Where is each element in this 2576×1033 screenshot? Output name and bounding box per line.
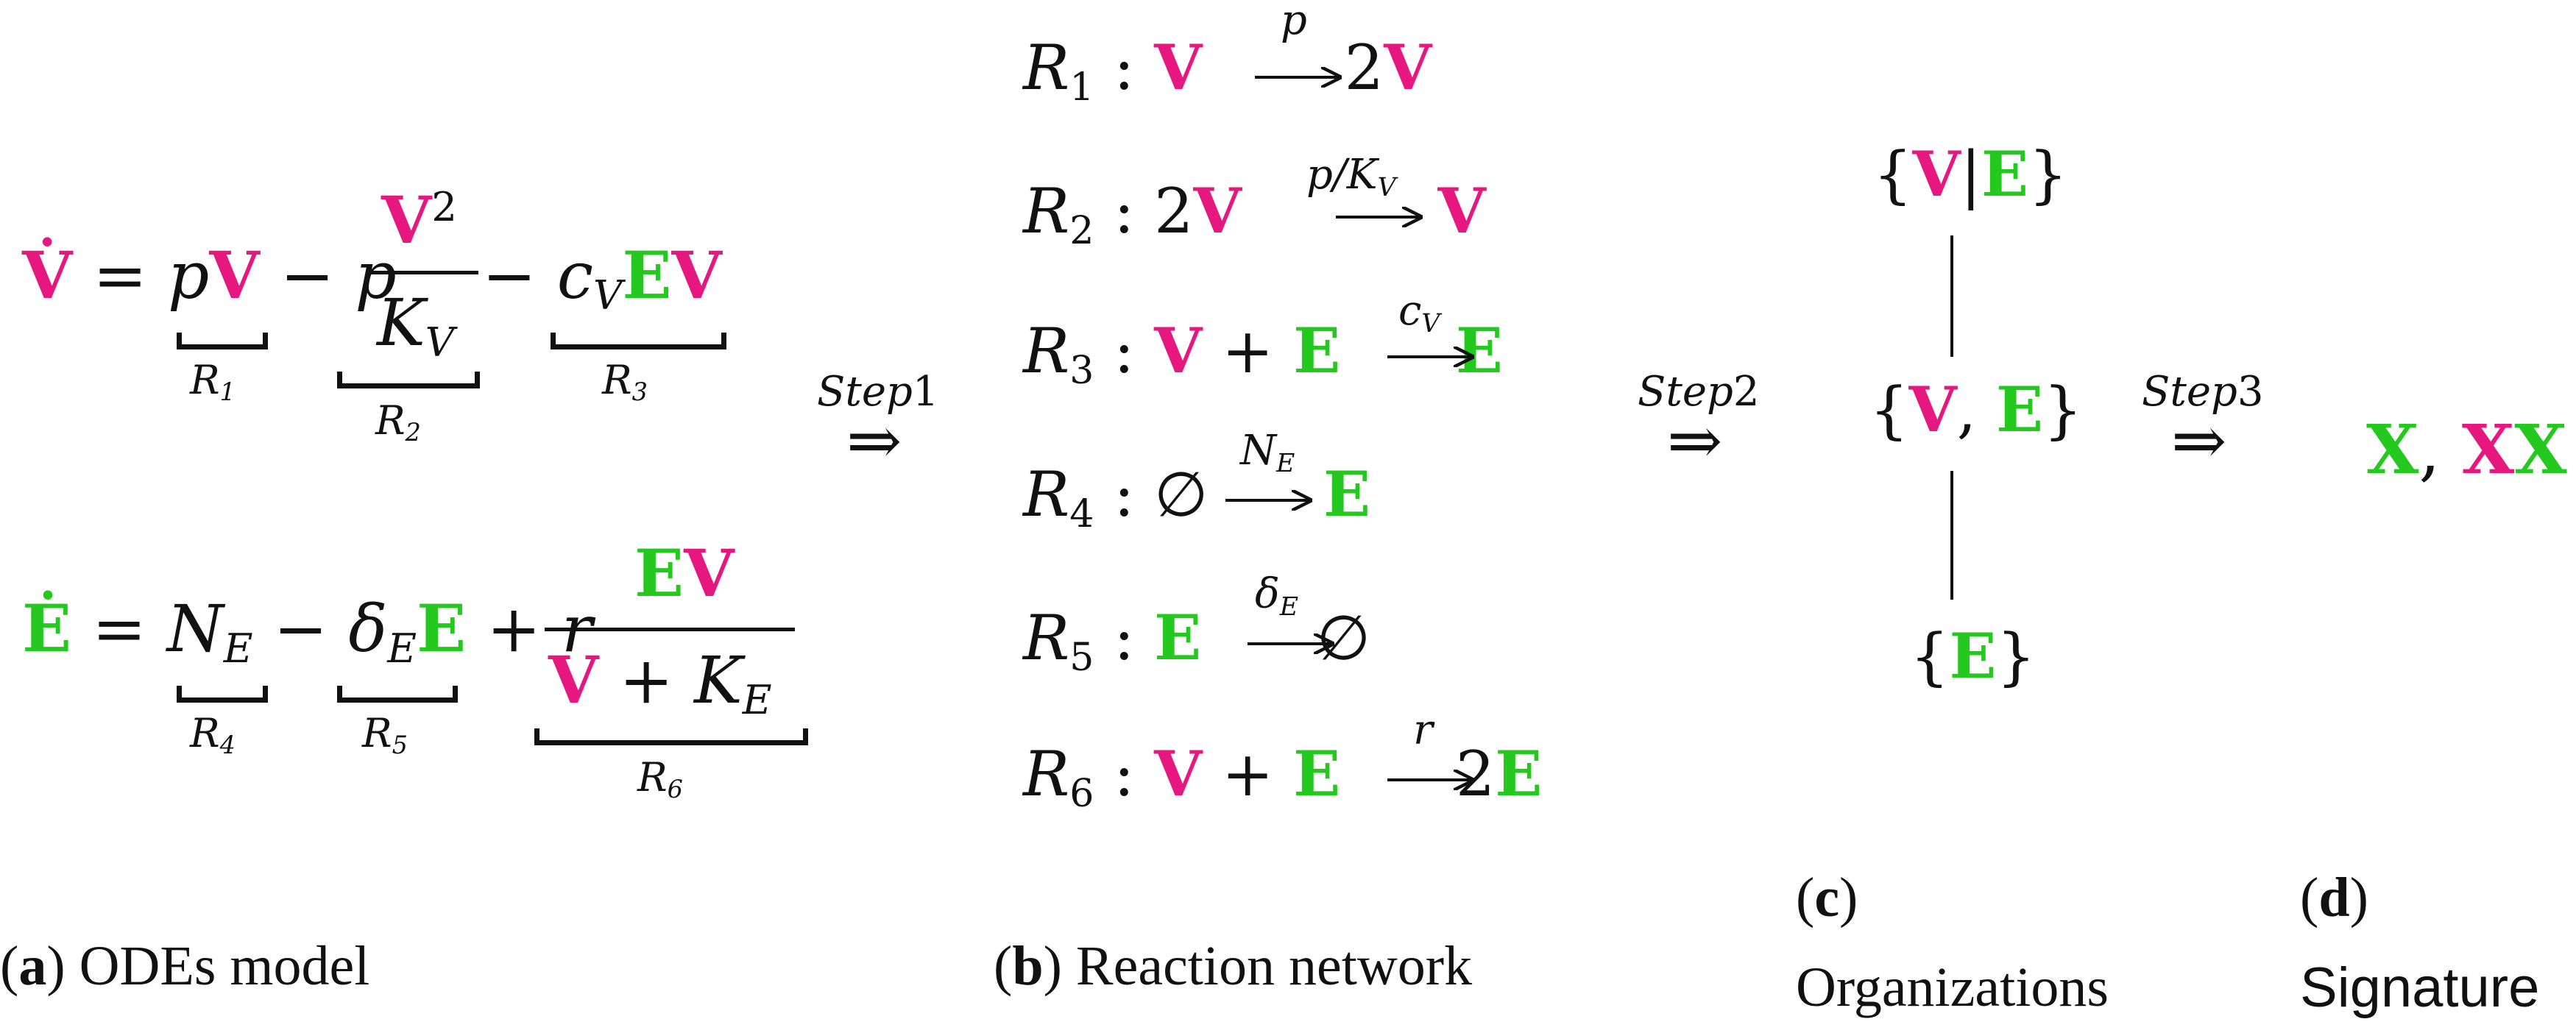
rate-r6: r: [1413, 706, 1433, 754]
bracket-r3: [551, 333, 726, 349]
org-top-v-or-e: {V|E}: [1873, 138, 2068, 210]
hasse-edge-top: [1950, 235, 1953, 357]
reaction-r1: R1 : V 2V: [1023, 31, 1432, 110]
fraction-numerator-v2: V2: [381, 182, 457, 258]
fraction-bar-2: [545, 628, 795, 631]
implies-icon: ⇒: [1667, 402, 1723, 480]
caption-b: (b) Reaction network: [994, 935, 1473, 997]
rate-r5: δE: [1255, 570, 1299, 622]
rate-r1: p: [1281, 0, 1307, 44]
caption-d: (d)Signature: [2300, 867, 2540, 1019]
rate-r3: cV: [1398, 287, 1440, 338]
fraction-denominator-kv: KV: [377, 285, 455, 366]
label-r3: R3: [602, 357, 648, 407]
reaction-r2: R2 : 2V V: [1023, 174, 1486, 253]
ode-v-equation: V̇ = pV − p: [22, 237, 397, 313]
bracket-r4: [177, 686, 268, 703]
step1-label: Step1: [817, 368, 939, 416]
fraction-denominator-v-ke: V + KE: [548, 642, 772, 724]
implies-icon: ⇒: [2171, 402, 2227, 480]
reaction-r6: R6 : V + E 2E: [1023, 737, 1543, 816]
bracket-r5: [337, 686, 458, 703]
label-r1: R1: [190, 357, 236, 407]
fraction-bar: [368, 271, 478, 274]
step2-label: Step2: [1638, 368, 1760, 416]
reaction-r3: R3 : V + E E: [1023, 314, 1503, 393]
implies-icon: ⇒: [846, 402, 902, 480]
arrow-r5: [1248, 633, 1340, 655]
signature-values: X, XX: [2366, 410, 2567, 489]
label-r6: R6: [637, 754, 683, 804]
rate-r4: NE: [1240, 427, 1295, 478]
label-r4: R4: [190, 710, 236, 760]
label-r5: R5: [362, 710, 408, 760]
fraction-numerator-ev: EV: [634, 535, 735, 611]
reaction-r5: R5 : E ∅: [1023, 601, 1370, 680]
arrow-r3: [1387, 346, 1479, 368]
label-r2: R2: [375, 397, 421, 447]
step3-label: Step3: [2142, 368, 2264, 416]
hasse-edge-bottom: [1950, 471, 1953, 600]
bracket-r6: [534, 728, 808, 745]
rate-r2: p/KV: [1306, 151, 1396, 202]
arrow-r1: [1255, 66, 1347, 88]
bracket-r1: [177, 333, 268, 349]
org-middle-v-and-e: {V, E}: [1869, 373, 2083, 446]
reaction-r4: R4 : ∅ E: [1023, 458, 1370, 536]
v-dot-variable: V̇: [22, 237, 73, 313]
caption-a: (a) ODEs model: [0, 935, 370, 997]
bracket-r2: [337, 372, 480, 388]
org-bottom-e: {E}: [1910, 620, 2036, 692]
arrow-r6: [1387, 769, 1479, 791]
ode-v-term3: − cVEV: [482, 237, 722, 319]
ode-e-equation: Ė = NE − δEE + r: [22, 590, 592, 672]
caption-c: (c)Organizations: [1796, 867, 2109, 1018]
arrow-r2: [1336, 206, 1428, 228]
arrow-r4: [1225, 489, 1317, 511]
